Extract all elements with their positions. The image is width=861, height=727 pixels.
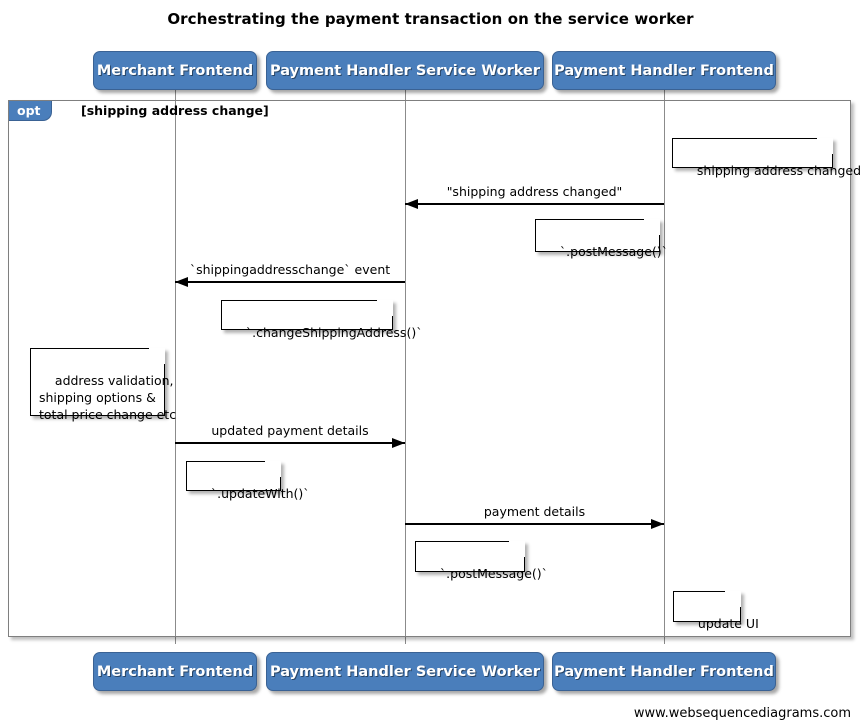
note-fold-icon <box>509 541 525 557</box>
participant-label: Payment Handler Service Worker <box>269 663 541 680</box>
note-fold-icon <box>817 138 833 154</box>
fragment-opt: opt [shipping address change] <box>8 100 851 637</box>
participant-label: Payment Handler Frontend <box>554 62 774 79</box>
arrowhead-right-icon <box>651 519 664 529</box>
message-line <box>175 442 405 444</box>
message-updated-payment-details: updated payment details <box>175 423 405 448</box>
note-fold-icon <box>265 461 281 477</box>
participant-label: Payment Handler Frontend <box>554 663 774 680</box>
participant-payment-handler-service-worker-top[interactable]: Payment Handler Service Worker <box>266 51 544 90</box>
message-label: "shipping address changed" <box>446 184 623 199</box>
note-text: `.postMessage()` <box>439 566 548 581</box>
message-label: updated payment details <box>211 423 369 438</box>
note-text: address validation, shipping options & t… <box>39 373 177 422</box>
message-line <box>405 203 664 205</box>
lifeline-payment-handler-service-worker <box>405 88 406 644</box>
message-line <box>405 523 664 525</box>
note-address-validation: address validation, shipping options & t… <box>30 348 176 422</box>
fragment-opt-condition: [shipping address change] <box>81 103 269 118</box>
lifeline-payment-handler-frontend <box>664 88 665 644</box>
lifeline-merchant-frontend <box>175 88 176 644</box>
message-shippingaddresschange-event: `shippingaddresschange` event <box>175 262 405 287</box>
note-shipping-address-changed: shipping address changed <box>672 138 861 178</box>
note-fold-icon <box>725 591 741 607</box>
participant-label: Merchant Frontend <box>96 62 254 79</box>
participant-payment-handler-frontend-top[interactable]: Payment Handler Frontend <box>552 51 776 90</box>
page-title: Orchestrating the payment transaction on… <box>167 10 694 28</box>
note-post-message-2: `.postMessage()` <box>415 541 548 581</box>
message-shipping-address-changed: "shipping address changed" <box>405 184 664 209</box>
message-line <box>175 281 405 283</box>
fragment-opt-tag: opt <box>9 101 52 121</box>
note-text: `.changeShippingAddress()` <box>245 325 423 340</box>
note-post-message-1: `.postMessage()` <box>535 219 668 259</box>
message-payment-details: payment details <box>405 504 664 529</box>
participant-payment-handler-service-worker-bottom[interactable]: Payment Handler Service Worker <box>266 652 544 691</box>
arrowhead-left-icon <box>175 277 188 287</box>
arrowhead-left-icon <box>405 199 418 209</box>
note-fold-icon <box>377 300 393 316</box>
watermark-footer: www.websequencediagrams.com <box>633 706 851 721</box>
participant-merchant-frontend-bottom[interactable]: Merchant Frontend <box>93 652 257 691</box>
participant-merchant-frontend-top[interactable]: Merchant Frontend <box>93 51 257 90</box>
participant-label: Merchant Frontend <box>96 663 254 680</box>
note-update-ui: update UI <box>673 591 759 631</box>
note-text: `.updateWith()` <box>210 486 310 501</box>
note-text: shipping address changed <box>696 163 861 178</box>
participant-payment-handler-frontend-bottom[interactable]: Payment Handler Frontend <box>552 652 776 691</box>
note-fold-icon <box>149 348 165 364</box>
note-text: update UI <box>697 616 759 631</box>
note-fold-icon <box>644 219 660 235</box>
arrowhead-right-icon <box>392 438 405 448</box>
message-label: payment details <box>483 504 586 519</box>
participant-label: Payment Handler Service Worker <box>269 62 541 79</box>
note-change-shipping-address: `.changeShippingAddress()` <box>221 300 422 340</box>
message-label: `shippingaddresschange` event <box>189 262 391 277</box>
note-update-with: `.updateWith()` <box>186 461 310 501</box>
note-text: `.postMessage()` <box>559 244 668 259</box>
